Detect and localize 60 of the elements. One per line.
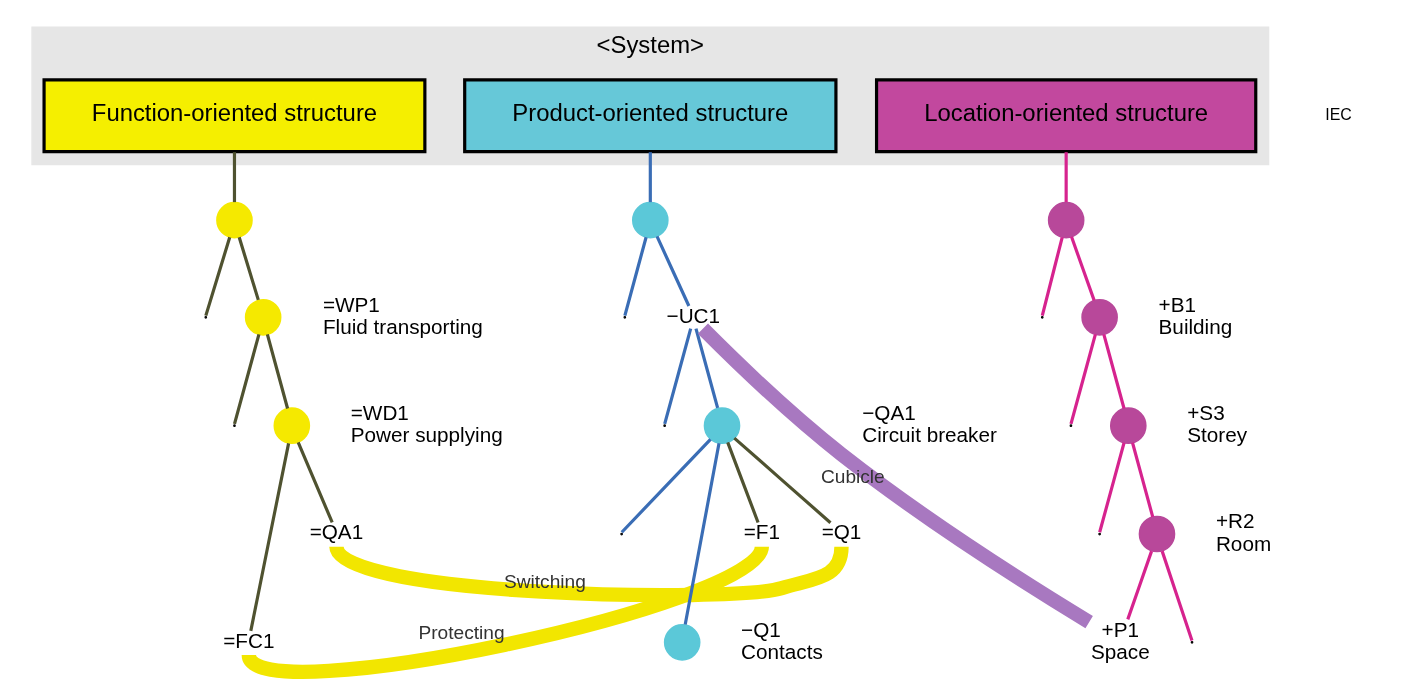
node-label: Circuit breaker <box>862 423 997 447</box>
connector <box>683 443 721 625</box>
edge-label: Protecting <box>418 622 505 644</box>
node-circle <box>1047 201 1085 239</box>
label: IEC <box>1325 105 1352 123</box>
connector <box>1126 550 1154 620</box>
connector <box>1040 236 1064 316</box>
node-text: =FC1 <box>223 628 275 652</box>
node-label: −Q1 <box>741 617 781 641</box>
node-circle <box>1109 407 1147 444</box>
connector <box>733 436 832 524</box>
node-circle <box>273 407 311 444</box>
node-circle <box>244 299 282 336</box>
node-label: −QA1 <box>862 400 916 424</box>
node-label: Power supplying <box>350 423 503 447</box>
node-label: +R2 <box>1215 509 1255 533</box>
node-circle <box>1081 299 1118 336</box>
node-label: +S3 <box>1187 400 1225 424</box>
connector <box>697 323 1093 629</box>
node-text: +P1 Space <box>1090 617 1150 663</box>
connector <box>726 441 760 523</box>
node-box: Location-oriented structure <box>874 78 1258 154</box>
node-text: =F1 <box>743 520 780 544</box>
connector <box>204 236 232 317</box>
node-label: Room <box>1215 531 1272 555</box>
node-label: =WD1 <box>350 400 409 424</box>
node-text: =QA1 <box>309 520 364 544</box>
node-box: Product-oriented structure <box>463 78 838 154</box>
node-circle <box>1138 515 1176 553</box>
connector <box>1098 442 1126 533</box>
connector <box>1131 442 1155 518</box>
connector <box>1069 334 1097 425</box>
node-label: Fluid transporting <box>322 314 483 338</box>
connector <box>1070 236 1096 301</box>
node-text: =Q1 <box>821 520 862 544</box>
node-circle <box>632 201 669 239</box>
connector <box>237 236 260 301</box>
node-circle <box>216 201 253 239</box>
node-circle <box>663 624 701 661</box>
connector <box>232 334 261 425</box>
node-text: −UC1 <box>666 303 721 327</box>
connector <box>296 441 334 524</box>
node-label: Building <box>1158 314 1233 338</box>
connector <box>249 443 291 632</box>
node-box: Function-oriented structure <box>42 78 427 154</box>
node-label: Storey <box>1187 423 1248 447</box>
connector <box>1102 334 1126 409</box>
connector <box>265 334 290 409</box>
connector <box>620 438 712 534</box>
node-circle <box>703 407 741 444</box>
connector <box>694 328 720 409</box>
node-label: =WP1 <box>322 292 380 316</box>
connector <box>663 328 693 425</box>
connector <box>623 236 648 316</box>
connector <box>655 235 691 307</box>
connector <box>648 152 652 203</box>
connector <box>1160 550 1194 642</box>
node-label: +B1 <box>1158 292 1196 316</box>
connector <box>232 152 237 203</box>
connector <box>1064 152 1068 203</box>
